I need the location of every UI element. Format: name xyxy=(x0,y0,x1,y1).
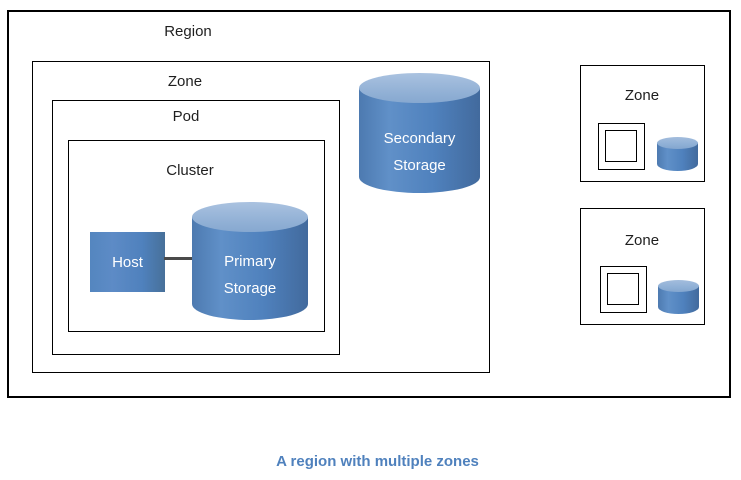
host-label: Host xyxy=(112,253,143,271)
cluster-square-icon xyxy=(607,273,639,305)
zone-storage-icon xyxy=(658,280,699,314)
host-box: Host xyxy=(90,232,165,292)
primary-storage-label: Primary Storage xyxy=(192,248,308,302)
region-label: Region xyxy=(164,23,212,40)
pod-square-icon xyxy=(600,266,647,313)
small-zone-1-box: Zone xyxy=(580,65,705,182)
zone-box xyxy=(32,61,490,373)
secondary-storage-cylinder: Secondary Storage xyxy=(359,73,480,193)
cylinder-top-icon xyxy=(192,202,308,232)
cluster-label: Cluster xyxy=(166,162,214,179)
small-zone-2-box: Zone xyxy=(580,208,705,325)
secondary-storage-line1: Secondary xyxy=(383,130,456,147)
cluster-square-icon xyxy=(605,130,637,162)
host-storage-connector xyxy=(164,257,194,260)
cylinder-body-icon xyxy=(192,217,308,320)
secondary-storage-label: Secondary Storage xyxy=(359,125,480,179)
diagram-caption: A region with multiple zones xyxy=(276,453,479,470)
small-zone-1-label: Zone xyxy=(624,87,660,104)
primary-storage-line1: Primary xyxy=(224,253,276,270)
zone-label: Zone xyxy=(167,73,203,90)
primary-storage-line2: Storage xyxy=(223,280,277,297)
cluster-box xyxy=(68,140,325,332)
small-zone-2-label: Zone xyxy=(624,232,660,249)
cylinder-top-icon xyxy=(657,137,698,149)
cylinder-top-icon xyxy=(658,280,699,292)
cylinder-body-icon xyxy=(359,88,480,193)
pod-label: Pod xyxy=(172,108,200,125)
cylinder-top-icon xyxy=(359,73,480,103)
pod-box xyxy=(52,100,340,355)
pod-square-icon xyxy=(598,123,645,170)
primary-storage-cylinder: Primary Storage xyxy=(192,202,308,320)
secondary-storage-line2: Storage xyxy=(393,157,446,174)
region-box xyxy=(7,10,731,398)
zone-storage-icon xyxy=(657,137,698,171)
